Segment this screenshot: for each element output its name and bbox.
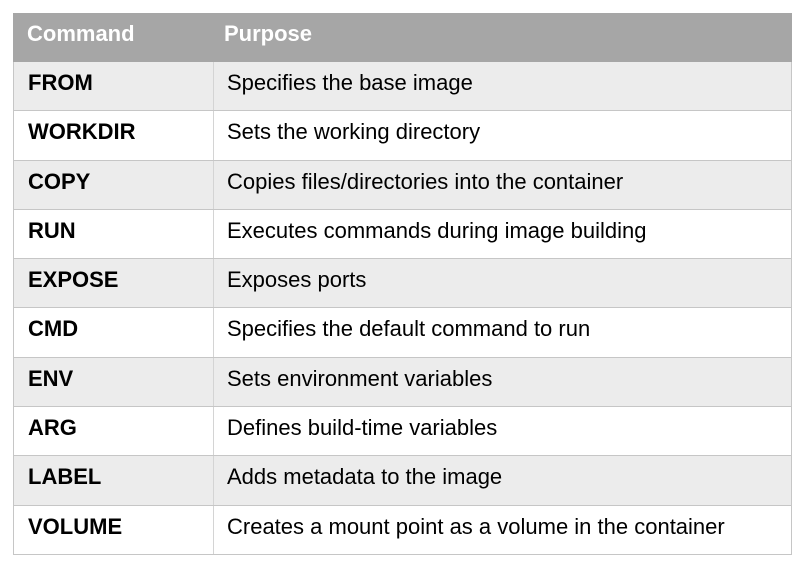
- table-row: ENV Sets environment variables: [14, 356, 791, 407]
- purpose-cell: Exposes ports: [227, 267, 367, 293]
- purpose-cell: Sets environment variables: [227, 365, 493, 391]
- command-cell: EXPOSE: [14, 259, 214, 308]
- purpose-cell: Specifies the base image: [227, 70, 473, 95]
- dockerfile-commands-table: Command Purpose FROM Specifies the base …: [13, 13, 792, 555]
- command-cell: LABEL: [14, 456, 214, 505]
- table-row: FROM Specifies the base image: [14, 62, 791, 111]
- column-header-purpose: Purpose: [224, 21, 313, 46]
- purpose-cell: Copies files/directories into the contai…: [227, 168, 624, 194]
- command-cell: FROM: [14, 62, 214, 111]
- table-row: ARG Defines build-time variables: [14, 406, 791, 456]
- table-header-row: Command Purpose: [13, 13, 792, 62]
- command-cell: ENV: [14, 357, 214, 407]
- command-cell: VOLUME: [14, 505, 214, 554]
- purpose-cell: Adds metadata to the image: [227, 464, 503, 490]
- table-row: VOLUME Creates a mount point as a volume…: [14, 504, 791, 554]
- table-row: COPY Copies files/directories into the c…: [14, 159, 791, 209]
- command-cell: COPY: [14, 160, 214, 209]
- table-row: CMD Specifies the default command to run: [14, 307, 791, 357]
- command-cell: ARG: [14, 407, 214, 456]
- purpose-cell: Specifies the default command to run: [227, 316, 591, 342]
- purpose-cell: Executes commands during image building: [227, 217, 647, 243]
- table-row: EXPOSE Exposes ports: [14, 258, 791, 308]
- table-row: LABEL Adds metadata to the image: [14, 455, 791, 505]
- command-cell: WORKDIR: [14, 111, 214, 160]
- command-cell: CMD: [14, 308, 214, 357]
- table-row: WORKDIR Sets the working directory: [14, 110, 791, 160]
- table-body: FROM Specifies the base image WORKDIR Se…: [13, 62, 792, 555]
- column-header-command: Command: [27, 21, 135, 46]
- command-cell: RUN: [14, 209, 214, 259]
- table-row: RUN Executes commands during image build…: [14, 208, 791, 259]
- purpose-cell: Sets the working directory: [227, 119, 481, 145]
- purpose-cell: Creates a mount point as a volume in the…: [227, 513, 725, 539]
- purpose-cell: Defines build-time variables: [227, 415, 498, 441]
